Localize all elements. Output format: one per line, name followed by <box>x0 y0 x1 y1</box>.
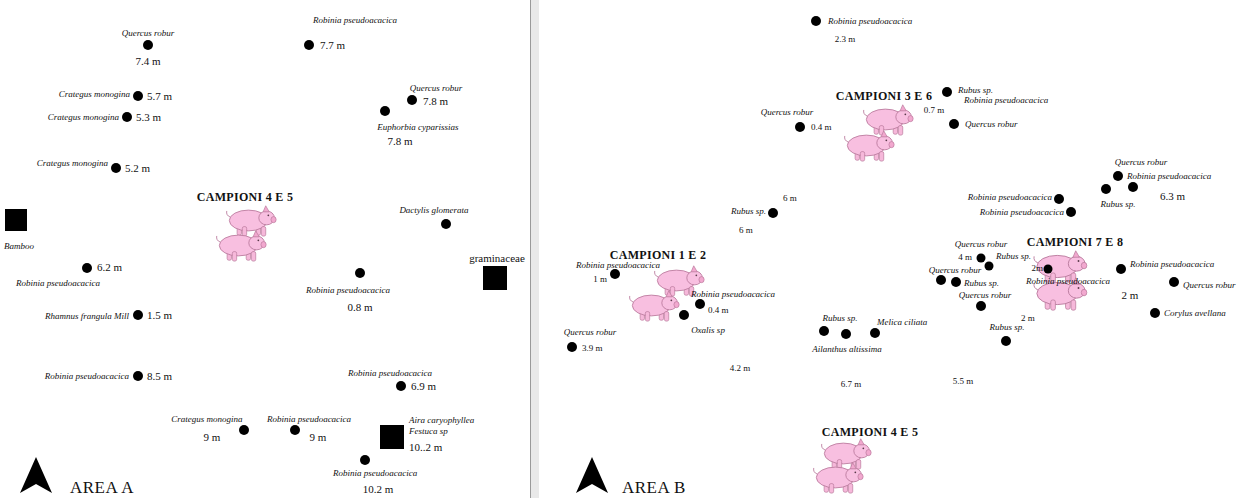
species-label: Euphorbia cyparissias <box>377 123 458 132</box>
species-label: Robinia pseudoacacica <box>964 96 1048 105</box>
distance-label: 0.4 m <box>708 306 729 315</box>
species-label: Robinia pseudoacacica <box>16 279 100 288</box>
distance-label: 4 m <box>958 253 972 262</box>
species-label: Quercus robur <box>122 29 175 38</box>
species-label: Rubus sp. <box>822 314 857 323</box>
distance-label: 8.5 m <box>147 371 172 382</box>
distance-label: 6.7 m <box>841 380 862 389</box>
distance-label: 6.9 m <box>411 381 436 392</box>
distance-label: 6 m <box>783 194 797 203</box>
distance-label: 10..2 m <box>409 442 442 453</box>
species-label: Corylus avellana <box>1164 309 1226 318</box>
species-label: Aira caryophyllea <box>409 416 474 425</box>
sample-group-label: CAMPIONI 4 E 5 <box>197 191 294 203</box>
species-label: Rubus sp. <box>1100 200 1135 209</box>
distance-label: 7.4 m <box>135 56 160 67</box>
species-label: Quercus robur <box>965 120 1018 129</box>
distance-label: 6.3 m <box>1160 191 1185 202</box>
species-label: Robinia pseudoacacica <box>1130 260 1214 269</box>
distance-label: 0.4 m <box>811 123 832 132</box>
distance-label: 5.5 m <box>953 377 974 386</box>
species-label: Quercus robur <box>564 328 617 337</box>
sample-group-label: CAMPIONI 1 E 2 <box>610 249 707 261</box>
species-label: Robinia pseudoacacica <box>45 372 129 381</box>
distance-label: 5.7 m <box>147 91 172 102</box>
distance-label: 1.5 m <box>147 310 172 321</box>
distance-label: 0.8 m <box>347 302 372 313</box>
species-label: Oxalis sp <box>691 326 725 335</box>
species-label: Robinia pseudoacacica <box>348 369 432 378</box>
distance-label: 4.2 m <box>730 364 751 373</box>
species-label: Robinia pseudoacacica <box>306 286 390 295</box>
distance-label: 5.2 m <box>125 163 150 174</box>
species-label: Rubus sp. <box>964 279 999 288</box>
distance-label: 3.9 m <box>582 344 603 353</box>
species-label: Rubus sp. <box>958 86 993 95</box>
species-label: Crategus monogina <box>171 415 242 424</box>
distance-label: 5.3 m <box>136 112 161 123</box>
species-label: Robinia pseudoacacica <box>691 290 775 299</box>
species-label: Robinia pseudoacacica <box>267 415 351 424</box>
area-label: AREA A <box>70 479 134 496</box>
sample-group-label: CAMPIONI 7 E 8 <box>1027 236 1124 248</box>
species-label: Robinia pseudoacacica <box>980 208 1064 217</box>
distance-label: 2 m <box>1021 314 1035 323</box>
distance-label: 2.3 m <box>835 35 856 44</box>
species-label: Rubus sp. <box>989 323 1024 332</box>
distance-label: 7.8 m <box>423 96 448 107</box>
species-label: Quercus robur <box>959 291 1012 300</box>
distance-label: 0.7 m <box>924 106 945 115</box>
distance-label: 2m <box>1031 264 1043 273</box>
species-label: Robinia pseudoacacica <box>333 469 417 478</box>
distance-label: 6 m <box>739 226 753 235</box>
distance-label: 2 m <box>1122 290 1139 301</box>
distance-label: 9 m <box>204 432 221 443</box>
species-label: Rhamnus frangula Mill <box>45 312 129 321</box>
species-label: Robinia pseudoacacica <box>576 261 660 270</box>
distance-label: 9 m <box>310 432 327 443</box>
species-label: Robinia pseudoacacica <box>968 193 1052 202</box>
species-label: Ailanthus altissima <box>812 345 881 354</box>
species-label: Crategus monogina <box>48 113 119 122</box>
species-label: Robinia pseudoacacica <box>828 17 912 26</box>
distance-label: 1 m <box>593 275 607 284</box>
distance-label: graminaceae <box>469 253 525 264</box>
species-label: Robinia pseudoacacica <box>1127 172 1211 181</box>
distance-label: 10.2 m <box>363 484 394 495</box>
species-label: Robinia pseudoacacica <box>313 16 397 25</box>
species-label: Quercus robur <box>1183 281 1236 290</box>
species-label: Quercus robur <box>761 108 814 117</box>
sample-group-label: CAMPIONI 4 E 5 <box>822 426 919 438</box>
distance-label: 7.8 m <box>387 136 412 147</box>
distance-label: 7.7 m <box>320 40 345 51</box>
species-label: Bamboo <box>4 242 34 251</box>
species-label: Quercus robur <box>1115 158 1168 167</box>
distance-label: 6.2 m <box>97 262 122 273</box>
species-label: Quercus robur <box>929 266 982 275</box>
species-label: Melica ciliata <box>877 318 927 327</box>
area-label: AREA B <box>622 479 686 496</box>
species-label: Robinia pseudoacacica <box>1026 277 1110 286</box>
species-label: Crategus monogina <box>59 90 130 99</box>
species-label: Festuca sp <box>409 427 448 436</box>
species-label: Rubus sp. <box>996 252 1031 261</box>
species-label: Quercus robur <box>410 84 463 93</box>
species-label: Dactylis glomerata <box>399 206 468 215</box>
species-label: Quercus robur <box>955 240 1008 249</box>
species-label: Crategus monogina <box>37 159 108 168</box>
species-label: Rubus sp. <box>731 207 766 216</box>
sample-group-label: CAMPIONI 3 E 6 <box>836 90 933 102</box>
